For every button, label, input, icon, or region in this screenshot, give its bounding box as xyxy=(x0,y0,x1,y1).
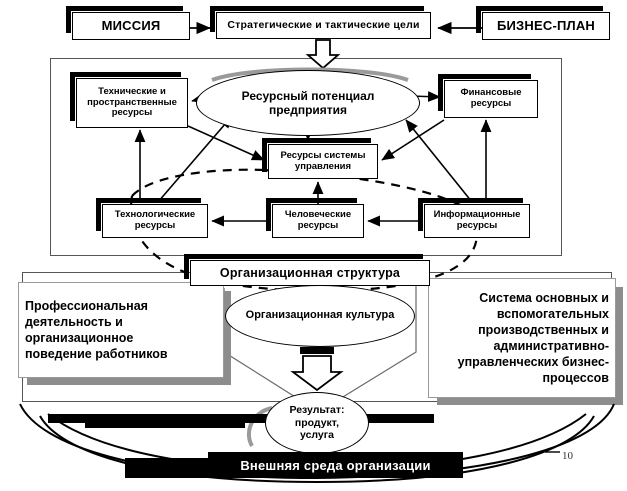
resource-box-technological[interactable]: Технологические ресурсы xyxy=(96,198,208,238)
resource-box-financial[interactable]: Финансовые ресурсы xyxy=(438,74,538,118)
right-panel-line1: Система основных и xyxy=(479,291,609,305)
left-panel-line3: организационное xyxy=(25,331,134,345)
org-culture-ellipse[interactable]: Организационная культура xyxy=(225,285,415,347)
goals-label: Стратегические и тактические цели xyxy=(227,18,420,31)
human-line1: Человеческие xyxy=(284,209,352,221)
result-line3: услуга xyxy=(299,429,334,442)
technical-line2: пространственные xyxy=(87,96,177,108)
org-culture-label: Организационная культура xyxy=(245,309,395,322)
org-structure-label: Организационная структура xyxy=(219,266,401,280)
resource-box-human[interactable]: Человеческие ресурсы xyxy=(266,198,364,238)
resource-potential-ellipse[interactable]: Ресурсный потенциал предприятия xyxy=(196,70,420,136)
business-plan-label: БИЗНЕС-ПЛАН xyxy=(496,17,596,33)
mission-box[interactable]: МИССИЯ xyxy=(66,6,190,40)
technological-line2: ресурсы xyxy=(134,220,176,231)
resource-arrows xyxy=(134,91,492,227)
right-panel-line6: процессов xyxy=(542,371,609,385)
external-environment-label: Внешняя среда организации xyxy=(240,457,431,473)
goals-box[interactable]: Стратегические и тактические цели xyxy=(210,6,431,39)
technical-line1: Технические и xyxy=(98,86,166,98)
org-structure-box[interactable]: Организационная структура xyxy=(184,254,430,286)
resource-potential-line1: Ресурсный потенциал xyxy=(241,88,375,103)
page-number: 10 xyxy=(562,450,573,462)
outer-arc-bar-left xyxy=(48,414,248,423)
right-panel-line5: управленческих бизнес- xyxy=(457,355,609,369)
right-panel-line3: производственных и xyxy=(478,323,609,337)
management-line2: управления xyxy=(294,160,352,172)
financial-line2: ресурсы xyxy=(470,98,512,109)
left-panel-line1: Профессиональная xyxy=(25,299,148,313)
result-ellipse[interactable]: Результат: продукт, услуга xyxy=(265,392,369,454)
technological-line1: Технологические xyxy=(114,209,196,221)
business-plan-box[interactable]: БИЗНЕС-ПЛАН xyxy=(476,6,610,40)
left-panel-line2: деятельность и xyxy=(25,315,123,329)
result-line2: продукт, xyxy=(294,416,340,429)
financial-line1: Финансовые xyxy=(460,87,522,99)
human-line2: ресурсы xyxy=(297,220,339,231)
resource-box-technical[interactable]: Технические и пространственные ресурсы xyxy=(70,72,188,128)
information-line2: ресурсы xyxy=(456,220,498,231)
outer-arc-bar-left2 xyxy=(85,419,245,428)
external-environment-banner: Внешняя среда организации xyxy=(208,452,463,478)
information-line1: Информационные xyxy=(433,209,521,221)
mission-label: МИССИЯ xyxy=(101,17,161,33)
professional-activity-panel[interactable]: Профессиональная деятельность и организа… xyxy=(18,282,231,385)
management-line1: Ресурсы системы xyxy=(280,149,366,161)
right-panel-line4: административно- xyxy=(493,339,609,353)
external-env-bar-left xyxy=(125,458,220,478)
result-line1: Результат: xyxy=(289,404,345,417)
resource-box-information[interactable]: Информационные ресурсы xyxy=(418,198,530,238)
resource-potential-line2: предприятия xyxy=(268,103,348,117)
culture-to-result-arrow xyxy=(290,347,344,392)
goals-down-block-arrow xyxy=(305,39,341,70)
technical-line3: ресурсы xyxy=(111,107,153,119)
left-panel-line4: поведение работников xyxy=(25,347,168,361)
business-processes-panel[interactable]: Система основных и вспомогательных произ… xyxy=(428,278,623,405)
right-panel-line2: вспомогательных xyxy=(496,307,609,321)
